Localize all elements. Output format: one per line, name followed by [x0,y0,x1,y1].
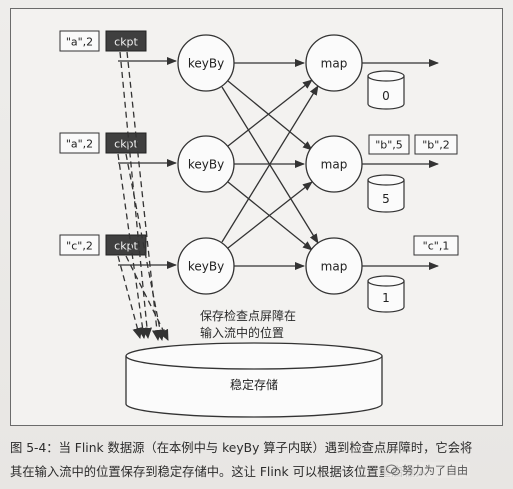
output-record-box [413,235,459,256]
caption-line-1: 图 5-4：当 Flink 数据源（在本例中与 keyBy 算子内联）遇到检查点… [10,441,473,455]
state-value: 5 [382,192,390,206]
output-bottom: "c",1 [413,235,459,256]
caption-line-2: 其在输入流中的位置保存到稳定存储中。这让 Flink 可以根据该位置重启输入 [10,465,428,479]
edge [227,181,313,251]
operator-label: keyBy [188,57,224,71]
record-box [59,30,100,52]
map-operator-1: map [305,34,363,92]
edge [221,85,319,243]
state-cylinder-3: 1 [367,275,405,313]
map-operator-2: map [305,135,363,193]
dashed-arrow [125,255,169,341]
state-cylinder-2: 5 [367,174,405,213]
output-record-label: "b",2 [422,139,450,152]
keyby-operator-3: keyBy [177,237,235,295]
operator-label: map [321,158,348,172]
operator-label: keyBy [188,260,224,274]
operator-label: map [321,57,348,71]
shuffle-edges [221,59,319,270]
keyby-operator-2: keyBy [177,135,235,193]
dashed-arrow [125,153,166,341]
watermark: 努力为了自由 [384,462,470,478]
stable-storage-cylinder: 稳定存储 [125,342,383,418]
chat-bubble-icon [386,464,400,476]
source-row-3: "c",2 ckpt [59,234,147,256]
output-middle: "b",5 "b",2 [368,134,458,155]
record-box [59,132,100,154]
output-record-label: "c",1 [423,240,450,253]
operator-label: map [321,260,348,274]
source-row-2: "a",2 ckpt [59,132,147,154]
barrier-label: ckpt [114,36,138,49]
state-value: 1 [382,291,390,305]
record-label: "c",2 [66,240,93,253]
barrier-box [105,30,147,52]
operator-label: keyBy [188,158,224,172]
state-cylinder-1: 0 [367,70,405,110]
dashed-arrow [117,255,143,339]
edge [227,79,313,147]
barrier-label: ckpt [114,240,138,253]
edge [227,181,313,249]
storage-label: 稳定存储 [230,377,278,392]
annotation-line-2: 输入流中的位置 [200,325,284,340]
barrier-box [105,132,147,154]
figure-caption: 图 5-4：当 Flink 数据源（在本例中与 keyBy 算子内联）遇到检查点… [10,436,506,484]
source-row-1: "a",2 ckpt [59,30,147,52]
output-record-box [368,134,410,155]
barrier-box [105,234,147,256]
watermark-text: 努力为了自由 [402,464,468,477]
record-label: "a",2 [66,138,93,151]
state-value: 0 [382,89,390,103]
map-operator-3: map [305,237,363,295]
output-record-box [414,134,458,155]
dashed-arrow [117,153,148,339]
record-box [59,234,100,256]
checkpoint-dashed-arrows [117,51,169,341]
barrier-label: ckpt [114,138,138,151]
edge [227,80,313,151]
record-label: "a",2 [66,36,93,49]
keyby-operator-1: keyBy [177,34,235,92]
output-record-label: "b",5 [375,139,403,152]
annotation-line-1: 保存检查点屏障在 [200,308,296,323]
